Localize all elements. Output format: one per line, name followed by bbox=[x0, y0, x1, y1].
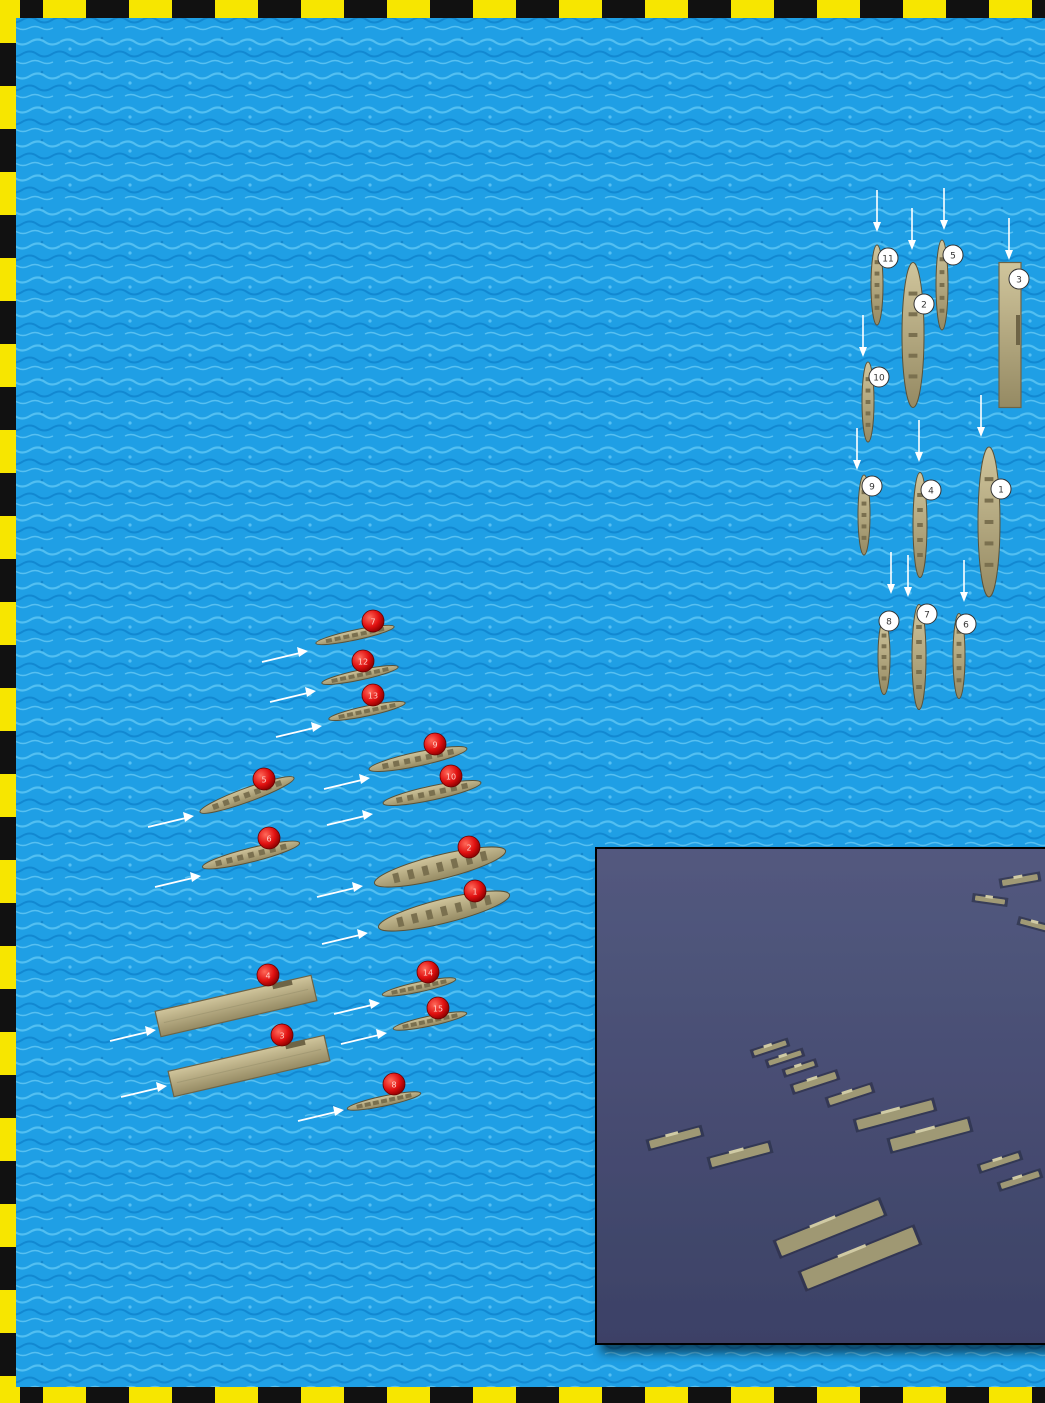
us-ship-number: 2 bbox=[921, 301, 927, 311]
us-ship-number: 3 bbox=[1016, 276, 1022, 286]
board-border-top bbox=[0, 0, 1045, 20]
ijn-ship-number: 5 bbox=[261, 776, 266, 785]
ijn-ship-number: 9 bbox=[432, 741, 437, 750]
us-ship-number: 9 bbox=[869, 483, 875, 493]
miniatures-photo bbox=[596, 848, 1045, 1344]
ijn-ship-number: 4 bbox=[265, 972, 270, 981]
ijn-ship-number: 15 bbox=[433, 1005, 443, 1014]
ijn-ship-number: 8 bbox=[391, 1081, 396, 1090]
ijn-ship-number: 12 bbox=[358, 658, 368, 667]
ijn-ship-number: 10 bbox=[446, 773, 456, 782]
us-ship-number: 6 bbox=[963, 621, 969, 631]
us-ship-number: 8 bbox=[886, 618, 892, 628]
us-ship-number: 5 bbox=[950, 252, 956, 262]
ijn-ship-number: 14 bbox=[423, 969, 433, 978]
ijn-ship-number: 13 bbox=[368, 692, 378, 701]
ijn-ship-number: 7 bbox=[370, 618, 375, 627]
us-ship-number: 1 bbox=[998, 486, 1004, 496]
us-ship-number: 10 bbox=[873, 374, 885, 384]
us-ship-number: 11 bbox=[882, 255, 893, 265]
ijn-ship-number: 1 bbox=[472, 888, 477, 897]
us-ship-number: 4 bbox=[928, 487, 934, 497]
us-ship-number: 7 bbox=[924, 611, 930, 621]
ijn-ship-number: 2 bbox=[466, 844, 471, 853]
ijn-ship-number: 3 bbox=[279, 1032, 284, 1041]
ijn-ship-number: 6 bbox=[266, 835, 271, 844]
